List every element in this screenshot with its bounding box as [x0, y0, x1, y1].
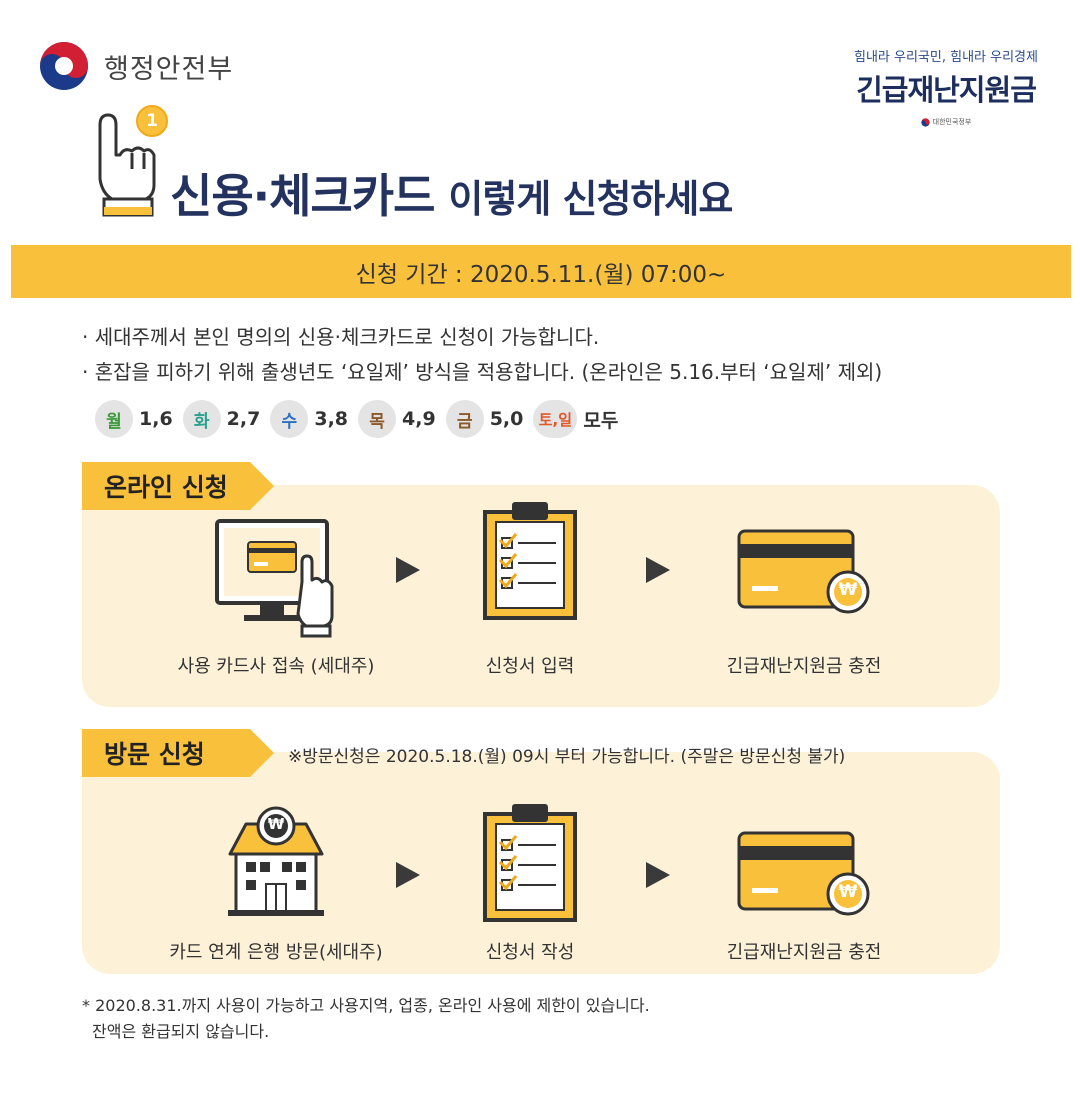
step-label: 긴급재난지원금 충전	[726, 656, 882, 677]
day-item: 화 2,7	[182, 400, 261, 438]
day-numbers: 모두	[583, 409, 619, 432]
day-numbers: 3,8	[314, 408, 349, 430]
day-badge: 월	[95, 400, 133, 438]
clipboard-icon	[482, 498, 578, 626]
brand-title: 긴급재난지원금	[856, 73, 1037, 107]
ministry-logo: 행정안전부	[38, 40, 233, 92]
won-symbol: ₩	[838, 882, 858, 902]
title-strong: 신용·체크카드	[170, 169, 435, 223]
pointing-hand-icon	[88, 103, 170, 225]
bank-building-icon	[216, 800, 336, 922]
step-label: 신청서 입력	[485, 656, 575, 677]
arrow-right-icon	[396, 862, 420, 888]
gov-mark: 대한민국정부	[846, 117, 1046, 127]
visit-notice: ※방문신청은 2020.5.18.(월) 09시 부터 가능합니다. (주말은 …	[288, 747, 846, 767]
day-badge: 목	[358, 400, 397, 438]
brand-slogan: 힘내라 우리국민, 힘내라 우리경제	[854, 50, 1038, 65]
taegeuk-icon	[40, 42, 88, 90]
card-charge-icon	[736, 830, 876, 924]
step-badge: 1	[136, 105, 168, 137]
taegeuk-small-icon	[921, 117, 930, 127]
visit-tab: 방문 신청	[82, 729, 274, 777]
day-item: 월 1,6	[95, 400, 173, 438]
step-label: 긴급재난지원금 충전	[726, 942, 882, 963]
day-numbers: 5,0	[489, 408, 524, 430]
clipboard-icon	[482, 800, 578, 928]
title-rest: 이렇게 신청하세요	[448, 177, 733, 221]
day-numbers: 4,9	[402, 408, 436, 430]
visit-tab-label: 방문 신청	[82, 729, 250, 777]
footer-line: 잔액은 환급되지 않습니다.	[92, 1022, 270, 1041]
step-label: 신청서 작성	[485, 942, 575, 963]
arrow-right-icon	[646, 557, 670, 583]
gov-label: 대한민국정부	[932, 118, 972, 126]
day-badge: 금	[445, 400, 484, 438]
bullet-item: · 세대주께서 본인 명의의 신용·체크카드로 신청이 가능합니다.	[82, 325, 600, 349]
day-numbers: 2,7	[226, 408, 261, 430]
day-badge: 화	[182, 400, 221, 438]
card-charge-icon	[736, 528, 876, 622]
page-title: 신용·체크카드 이렇게 신청하세요	[170, 160, 733, 226]
day-badge: 수	[270, 400, 309, 438]
footer-line: * 2020.8.31.까지 사용이 가능하고 사용지역, 업종, 온라인 사용…	[82, 996, 650, 1015]
won-symbol: ₩	[838, 580, 858, 600]
won-symbol: ₩	[267, 815, 285, 833]
bullet-list: · 세대주께서 본인 명의의 신용·체크카드로 신청이 가능합니다. · 혼잡을…	[82, 320, 882, 390]
day-item: 목 4,9	[358, 400, 436, 438]
period-bar: 신청 기간 : 2020.5.11.(월) 07:00~	[11, 245, 1071, 298]
day-numbers: 1,6	[139, 408, 173, 430]
online-tab-label: 온라인 신청	[82, 462, 250, 510]
footer-note: * 2020.8.31.까지 사용이 가능하고 사용지역, 업종, 온라인 사용…	[82, 993, 650, 1045]
bullet-item: · 혼잡을 피하기 위해 출생년도 ‘요일제’ 방식을 적용합니다. (온라인은…	[82, 360, 883, 384]
arrow-right-icon	[646, 862, 670, 888]
monitor-icon	[214, 518, 344, 644]
arrow-right-icon	[396, 557, 420, 583]
day-item: 금 5,0	[445, 400, 524, 438]
day-schedule: 월 1,6 화 2,7 수 3,8 목 4,9 금 5,0 토,일 모두	[95, 400, 628, 438]
step-label: 카드 연계 은행 방문(세대주)	[169, 942, 383, 963]
day-badge: 토,일	[533, 400, 578, 438]
period-text: 신청 기간 : 2020.5.11.(월) 07:00~	[355, 261, 727, 288]
day-item: 수 3,8	[270, 400, 348, 438]
day-item: 토,일 모두	[533, 400, 618, 438]
ministry-name: 행정안전부	[104, 53, 234, 85]
brand-block: 힘내라 우리국민, 힘내라 우리경제 긴급재난지원금 대한민국정부	[846, 46, 1046, 127]
online-tab: 온라인 신청	[82, 462, 274, 510]
step-label: 사용 카드사 접속 (세대주)	[177, 656, 375, 677]
